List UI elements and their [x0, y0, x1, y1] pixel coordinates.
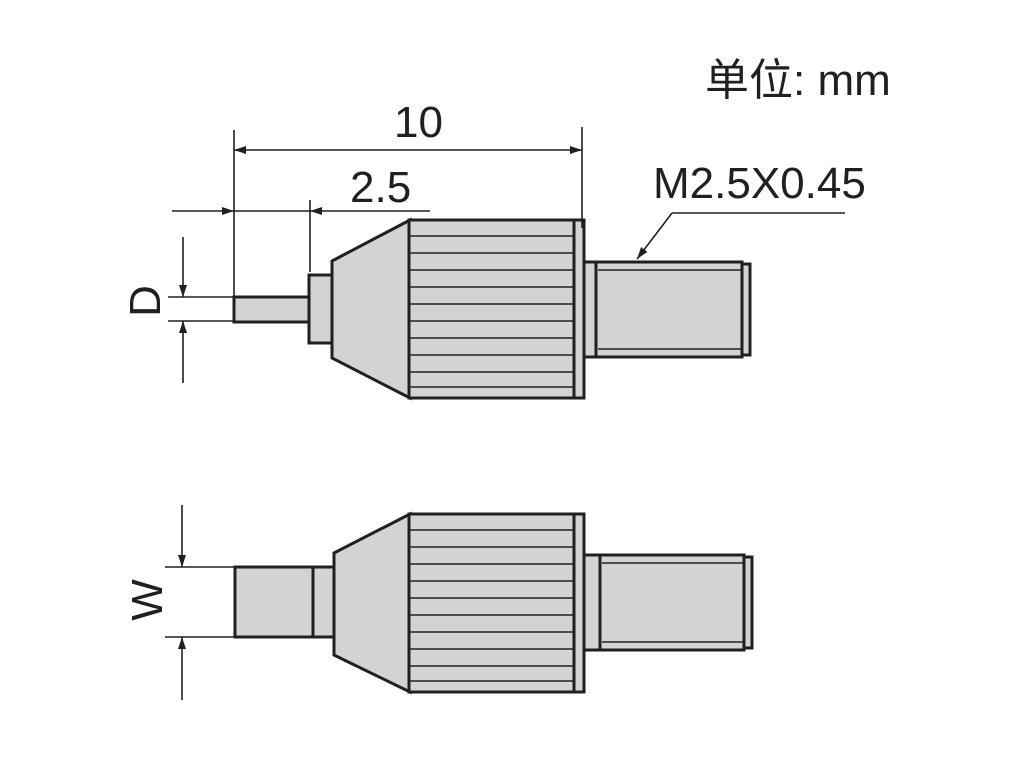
top-thread	[594, 260, 744, 359]
bottom-knurled-body	[407, 512, 577, 694]
bottom-tip	[233, 565, 316, 639]
bottom-thread-neck	[582, 553, 602, 652]
dim-tip-length: 2.5	[350, 163, 411, 212]
bottom-thread-chamfer	[742, 555, 754, 650]
top-thread-neck	[582, 260, 598, 359]
bottom-cone	[332, 511, 412, 695]
dim-diameter-symbol: D	[121, 285, 170, 317]
dim-thread-spec: M2.5X0.45	[653, 159, 866, 208]
bottom-collar	[311, 565, 337, 639]
bottom-thread	[598, 553, 746, 652]
bottom-knurl-lines	[409, 529, 575, 682]
top-knurl-lines	[409, 235, 575, 388]
top-tip	[232, 295, 312, 324]
bottom-dimensions: W	[123, 505, 235, 700]
top-part	[232, 217, 752, 401]
dim-width-symbol: W	[123, 579, 172, 621]
bottom-part	[233, 511, 754, 695]
top-dimensions: 10 2.5 D M2.5X0.45	[121, 98, 866, 383]
top-knurled-body	[407, 218, 577, 400]
dim-total-length: 10	[394, 98, 443, 147]
unit-label: 单位: mm	[705, 56, 891, 105]
top-thread-chamfer	[740, 262, 752, 357]
top-cone	[330, 217, 412, 401]
top-collar	[307, 273, 335, 345]
